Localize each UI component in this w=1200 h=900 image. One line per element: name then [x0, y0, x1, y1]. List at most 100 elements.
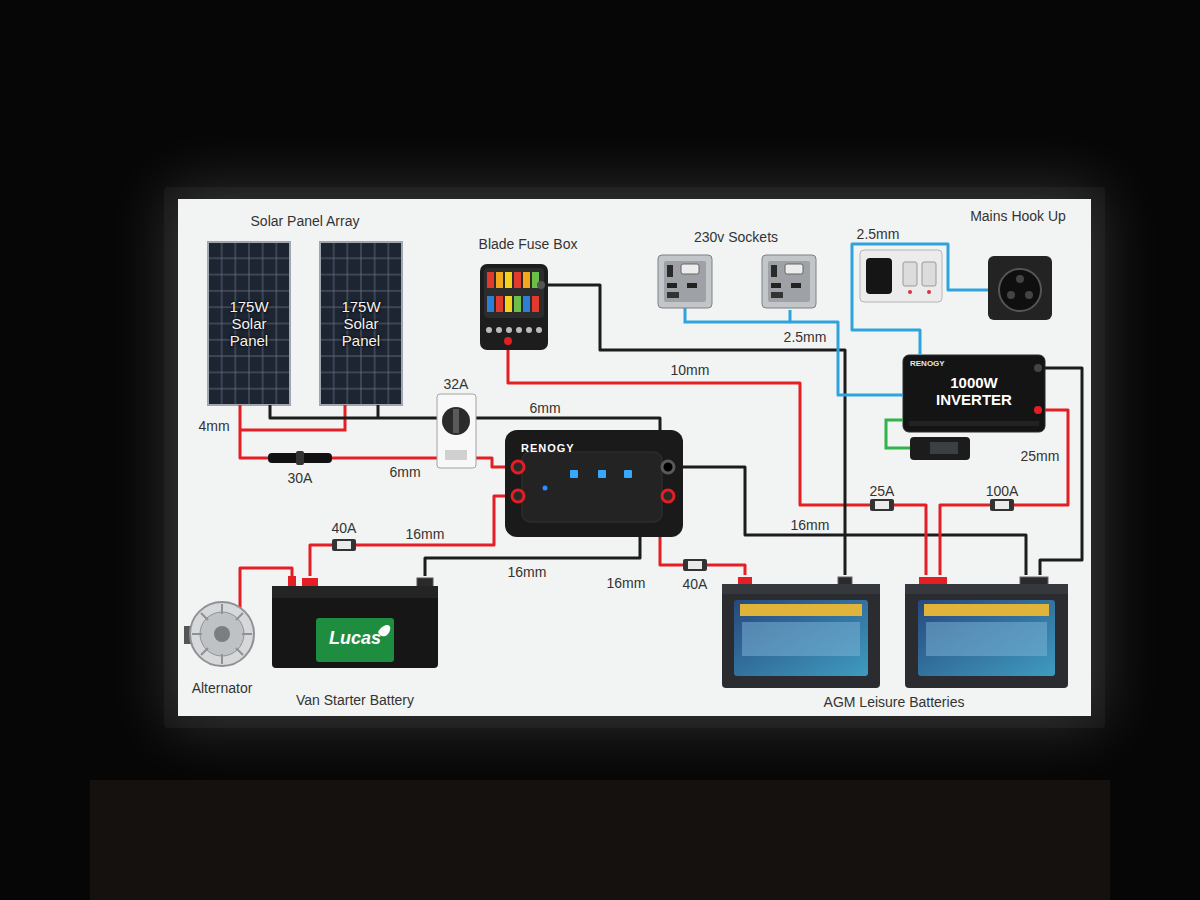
isolator-drawing [432, 394, 480, 468]
solar-panel: 175W Solar Panel [320, 242, 402, 405]
fuse-box-drawing [523, 296, 530, 312]
fuse-box-drawing [504, 337, 512, 345]
fuse-box-drawing [506, 327, 512, 333]
label-holder: 6mm [387, 463, 422, 481]
leisure-battery-drawing [734, 600, 868, 676]
isolator-drawing [453, 409, 459, 433]
fuse-box-drawing [536, 327, 542, 333]
fuse-box-drawing [480, 264, 584, 352]
alternator-drawing [214, 626, 230, 642]
fuse-box-drawing [526, 327, 532, 333]
node-text: Van Starter Battery [296, 692, 414, 708]
label-holder: 16mm [506, 563, 549, 581]
wire-connector [660, 537, 745, 575]
starter-battery-drawing [272, 576, 438, 668]
socket-drawing [771, 292, 783, 298]
label-holder: 2.5mm [855, 225, 902, 243]
leisure-batteries: AGM Leisure Batteries [716, 575, 1072, 710]
wall-socket-drawing [860, 250, 942, 302]
charger-drawing [505, 430, 683, 537]
hook-up-drawing [958, 289, 990, 292]
fuse-box-drawing [548, 284, 584, 287]
alternator-drawing [190, 602, 254, 666]
inline-fuse [995, 501, 1009, 509]
wire-connector [240, 405, 432, 458]
starter-battery-drawing [302, 578, 318, 587]
starter-battery: LucasVan Starter Battery [268, 576, 442, 708]
starter-battery-drawing [417, 578, 433, 587]
leisure-battery-drawing [919, 577, 947, 585]
inline-fuse [683, 559, 707, 571]
leisure-battery-drawing [742, 622, 860, 656]
node-text: Mains Hook Up [970, 208, 1066, 224]
inverter: RENOGY 1000W INVERTER [903, 355, 1045, 432]
isolator-switch: 32A [432, 376, 480, 470]
node-text: RENOGY [910, 359, 945, 368]
wire-size-label: 16mm [789, 517, 832, 533]
hook-up-drawing [1007, 291, 1015, 299]
mc4-inline-fuse [268, 451, 332, 465]
inverter-drawing [903, 355, 1045, 432]
fuse-box-drawing [487, 296, 494, 312]
label-holder: 10mm [669, 361, 712, 379]
remote-display [910, 437, 970, 460]
socket-link-wire [685, 308, 790, 322]
remote-display [886, 420, 970, 460]
inline-fuse [337, 541, 351, 549]
node-text: Solar Panel Array [251, 213, 360, 229]
fuse-box-drawing [532, 296, 539, 312]
node-text: AGM Leisure Batteries [824, 694, 965, 710]
wire-connector [270, 405, 432, 418]
fuse-box-drawing [505, 272, 512, 288]
label-holder: 6mm [527, 399, 562, 417]
hook-up-drawing [999, 269, 1041, 311]
inverter-drawing [1034, 364, 1042, 372]
label-holder: 25mm [1019, 447, 1062, 465]
fuse-box-drawing [486, 327, 492, 333]
solar-panel: 175W Solar Panel [208, 242, 290, 405]
leisure-battery-drawing [905, 584, 1068, 688]
label-holder: 2.5mm [782, 328, 829, 346]
socket-drawing [771, 265, 777, 277]
wire-connector [584, 285, 845, 575]
wall-socket-drawing [866, 258, 892, 294]
starter-battery-drawing [288, 576, 296, 586]
fuse-box-drawing [505, 296, 512, 312]
inline-fuse [870, 499, 894, 511]
node-text: 1000W INVERTER [928, 374, 1020, 409]
isolator-drawing [442, 407, 470, 435]
inline-fuse [332, 539, 356, 551]
wire-size-label: 2.5mm [782, 329, 829, 345]
inline-fuse [332, 499, 1014, 571]
leisure-battery-drawing [722, 584, 880, 594]
label-holder: 25A [868, 482, 897, 500]
label-holder: 40A [681, 575, 710, 593]
charger-drawing [662, 461, 674, 473]
starter-battery-drawing [272, 586, 438, 668]
charger-drawing [522, 452, 662, 522]
inline-fuse [875, 501, 889, 509]
fuse-box-drawing [514, 272, 521, 288]
node-text: Blade Fuse Box [479, 236, 578, 252]
remote-display [886, 420, 910, 448]
node-text: Alternator [192, 680, 253, 696]
leisure-battery-drawing [722, 584, 880, 688]
fuse-box: Blade Fuse Box [472, 236, 584, 352]
wall-socket-drawing [908, 290, 912, 294]
leisure-battery-drawing [905, 584, 1068, 594]
leisure-battery-drawing [740, 604, 862, 616]
fuse-box-drawing [514, 296, 521, 312]
wire-size-label: 10mm [669, 362, 712, 378]
fuse-or-wire-label: 30A [286, 470, 315, 486]
furniture [90, 780, 1110, 900]
label-holder: 30A [286, 469, 315, 487]
socket-drawing [667, 283, 677, 288]
wire-connector [1040, 368, 1082, 575]
leisure-battery-drawing [738, 577, 752, 585]
fuse-or-wire-label: 25A [868, 483, 897, 499]
fuse-box-drawing [516, 327, 522, 333]
charger-drawing [662, 490, 674, 502]
charger-drawing [505, 430, 683, 537]
node-text: 32A [444, 376, 469, 392]
leisure-battery-drawing [926, 622, 1047, 656]
